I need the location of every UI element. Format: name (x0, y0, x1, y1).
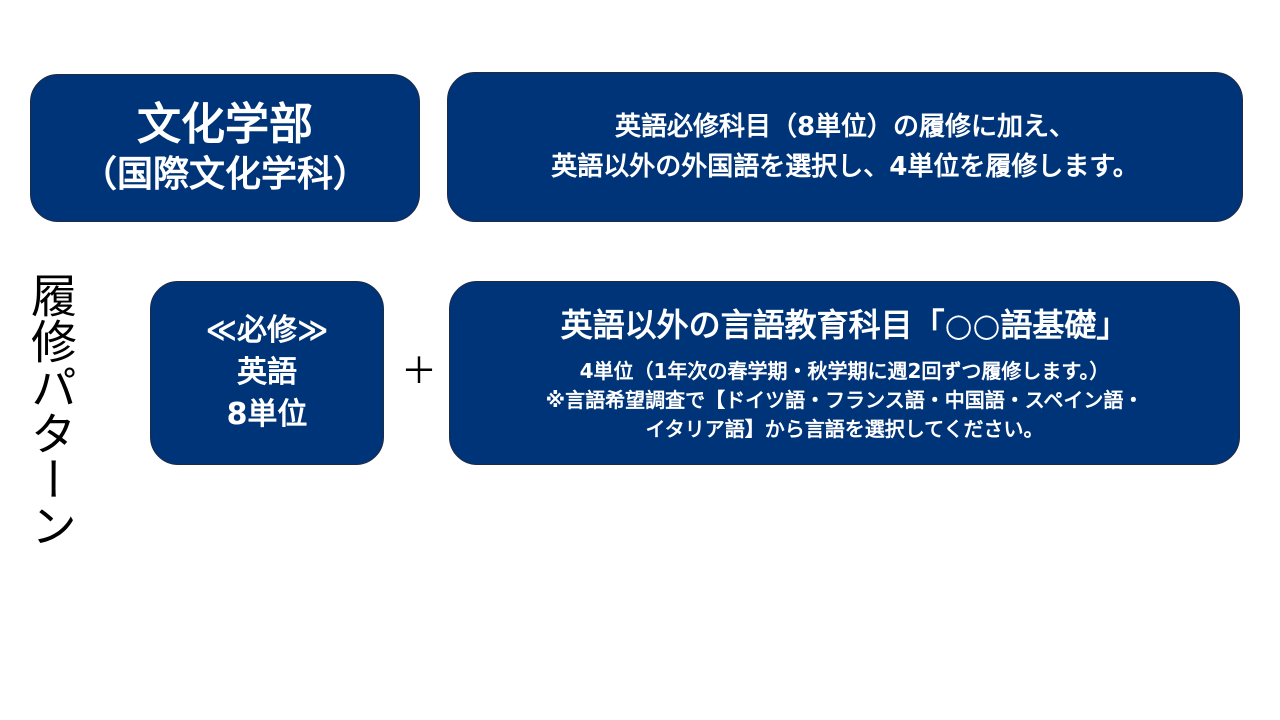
elective-line-1: 4単位（1年次の春学期・秋学期に週2回ずつ履修します。） (579, 358, 1110, 383)
elective-line-2: ※言語希望調査で【ドイツ語・フランス語・中国語・スペイン語・ (545, 387, 1144, 412)
elective-line-3: イタリア語】から言語を選択してください。 (645, 416, 1044, 441)
elective-title: 英語以外の言語教育科目「○○語基礎」 (560, 305, 1129, 344)
required-course-box: ≪必修≫ 英語 8単位 (150, 281, 384, 465)
required-subject: 英語 (237, 355, 297, 390)
summary-box: 英語必修科目（8単位）の履修に加え、 英語以外の外国語を選択し、4単位を履修しま… (447, 72, 1243, 222)
pattern-label: 履修パターン (24, 272, 78, 548)
required-heading: ≪必修≫ (205, 313, 329, 348)
elective-course-box: 英語以外の言語教育科目「○○語基礎」 4単位（1年次の春学期・秋学期に週2回ずつ… (449, 281, 1240, 465)
faculty-department: （国際文化学科） (80, 154, 369, 195)
plus-sign: ＋ (401, 351, 438, 392)
faculty-box: 文化学部 （国際文化学科） (30, 74, 420, 222)
summary-line-2: 英語以外の外国語を選択し、4単位を履修します。 (551, 152, 1139, 182)
faculty-name: 文化学部 (137, 99, 313, 150)
summary-line-1: 英語必修科目（8単位）の履修に加え、 (614, 112, 1076, 142)
required-credits: 8単位 (226, 397, 308, 432)
